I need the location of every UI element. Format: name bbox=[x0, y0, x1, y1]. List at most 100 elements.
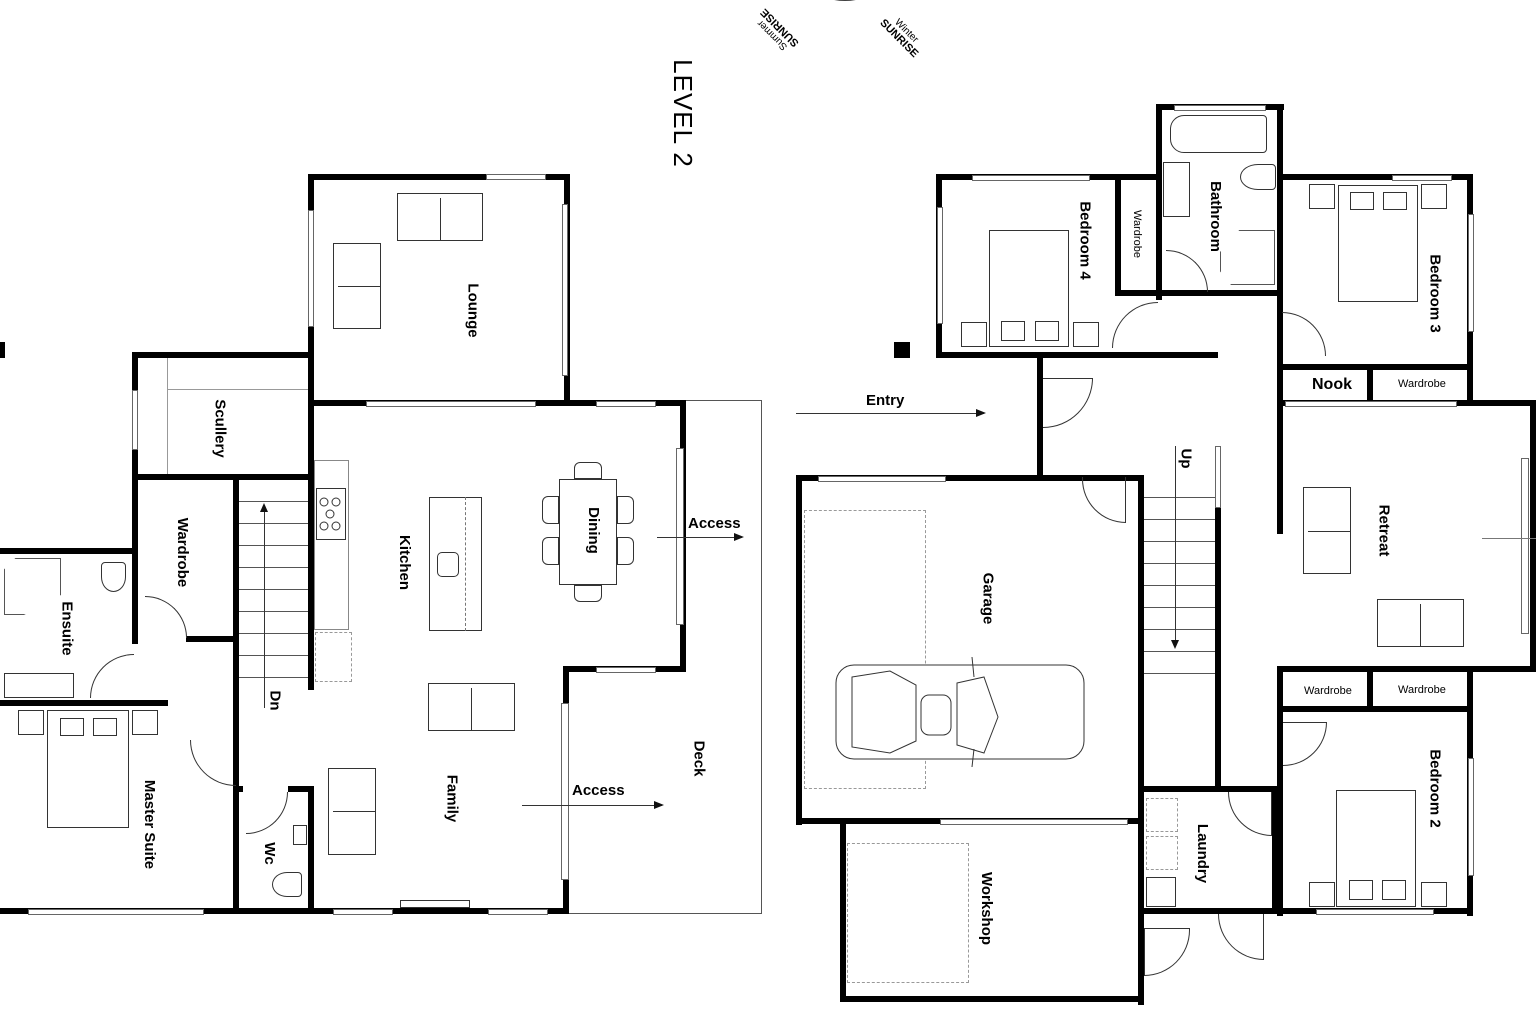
access-arrow-dining-icon bbox=[657, 533, 744, 541]
stairs-arrow-head-icon bbox=[260, 503, 268, 512]
door-bathroom[interactable] bbox=[1166, 250, 1208, 292]
marker-square bbox=[0, 342, 5, 358]
wall bbox=[1530, 400, 1536, 670]
chair bbox=[617, 537, 634, 565]
pillow bbox=[1383, 192, 1407, 210]
fireplace bbox=[400, 900, 470, 908]
sofa-divider bbox=[440, 198, 441, 240]
staircase-up[interactable] bbox=[1144, 476, 1216, 686]
wall bbox=[1277, 296, 1283, 534]
room-label-laundry: Laundry bbox=[1194, 823, 1212, 884]
wall bbox=[796, 475, 802, 825]
dining-table[interactable] bbox=[559, 479, 617, 585]
workshop-door-zone bbox=[847, 843, 969, 983]
door-master[interactable] bbox=[190, 740, 236, 786]
room-label-lounge: Lounge bbox=[464, 283, 482, 338]
window bbox=[132, 390, 138, 450]
window bbox=[562, 204, 568, 376]
fridge-space bbox=[315, 632, 352, 682]
sliding-door[interactable] bbox=[561, 703, 569, 880]
window bbox=[333, 909, 393, 915]
window bbox=[1285, 401, 1457, 407]
stairs-arrow-line bbox=[264, 508, 265, 708]
door-laundry-exterior[interactable] bbox=[1218, 914, 1264, 960]
stairs-label-down: Dn bbox=[266, 690, 284, 711]
door-wc[interactable] bbox=[246, 792, 288, 834]
wall bbox=[0, 548, 138, 554]
window bbox=[28, 909, 204, 915]
laundry-tub bbox=[1146, 877, 1176, 907]
wall bbox=[936, 352, 1218, 358]
room-label-scullery: Scullery bbox=[211, 399, 229, 458]
door-bedroom4[interactable] bbox=[1112, 302, 1158, 348]
bedside-table bbox=[1309, 184, 1335, 209]
wall bbox=[233, 786, 243, 792]
wall bbox=[1138, 475, 1144, 1005]
pillow bbox=[1350, 192, 1374, 210]
sofa-divider bbox=[338, 286, 380, 287]
wall bbox=[1156, 104, 1162, 300]
appliance-space bbox=[1146, 836, 1178, 870]
toilet-icon bbox=[101, 562, 126, 592]
door-entry[interactable] bbox=[1043, 378, 1093, 428]
room-label-garage: Garage bbox=[979, 572, 997, 625]
deck-outline bbox=[569, 913, 762, 914]
shower bbox=[1220, 230, 1275, 285]
bath-vanity bbox=[1163, 162, 1190, 217]
door-workshop[interactable] bbox=[1144, 928, 1190, 976]
window bbox=[937, 207, 943, 324]
appliance-space bbox=[1146, 798, 1178, 832]
staircase-down[interactable] bbox=[239, 480, 309, 688]
marker-square bbox=[894, 342, 910, 358]
door-garage[interactable] bbox=[1082, 477, 1126, 523]
room-label-kitchen: Kitchen bbox=[396, 534, 414, 591]
stairs-label-up: Up bbox=[1177, 448, 1195, 469]
room-label-wardrobe-bed4: Wardrobe bbox=[1130, 210, 1143, 258]
scullery-bench-line bbox=[167, 389, 308, 390]
pillow bbox=[60, 718, 84, 736]
door-ensuite[interactable] bbox=[90, 654, 134, 698]
door-wardrobe[interactable] bbox=[145, 596, 187, 638]
wall bbox=[1367, 672, 1373, 708]
access-label-dining: Access bbox=[688, 515, 741, 532]
wall bbox=[1277, 666, 1536, 672]
sliding-door[interactable] bbox=[676, 448, 684, 625]
bedside-table bbox=[18, 710, 44, 735]
wall bbox=[796, 475, 1144, 481]
wall bbox=[308, 174, 570, 180]
access-arrow-family-icon bbox=[522, 801, 664, 809]
chair bbox=[574, 585, 602, 602]
window bbox=[1468, 758, 1474, 876]
sofa-divider bbox=[1420, 604, 1421, 646]
wall bbox=[1277, 364, 1473, 370]
wall bbox=[1277, 666, 1283, 916]
compass-winter-sunrise: Winter SUNRISE bbox=[877, 17, 921, 61]
room-label-master-suite: Master Suite bbox=[141, 779, 159, 870]
entry-label: Entry bbox=[866, 392, 905, 409]
door-bedroom3[interactable] bbox=[1282, 312, 1326, 356]
garage-door-zone bbox=[804, 510, 926, 789]
wall bbox=[1367, 364, 1373, 402]
wall bbox=[1138, 786, 1278, 792]
deck-outline bbox=[686, 400, 762, 403]
window bbox=[818, 476, 946, 482]
toilet-icon bbox=[1240, 164, 1276, 190]
wall bbox=[1272, 786, 1278, 914]
wall bbox=[1138, 908, 1218, 914]
pillow bbox=[1001, 321, 1025, 341]
door-laundry[interactable] bbox=[1228, 792, 1272, 836]
sofa-divider bbox=[1308, 531, 1350, 532]
retreat-axis-line bbox=[1482, 538, 1536, 539]
room-label-wc: Wc bbox=[260, 842, 278, 865]
wall bbox=[1277, 104, 1283, 300]
kitchen-bench bbox=[314, 460, 349, 630]
cooktop bbox=[316, 488, 346, 540]
stairs-arrow-line bbox=[1175, 446, 1176, 646]
entry-arrow-icon bbox=[796, 409, 986, 417]
wall bbox=[288, 786, 314, 792]
room-label-wardrobe-bed3: Wardrobe bbox=[1398, 378, 1446, 390]
sliding-door[interactable] bbox=[1521, 458, 1529, 634]
door-bedroom2[interactable] bbox=[1283, 722, 1327, 766]
room-label-bathroom: Bathroom bbox=[1206, 181, 1224, 252]
room-label-bedroom4: Bedroom 4 bbox=[1076, 201, 1094, 280]
